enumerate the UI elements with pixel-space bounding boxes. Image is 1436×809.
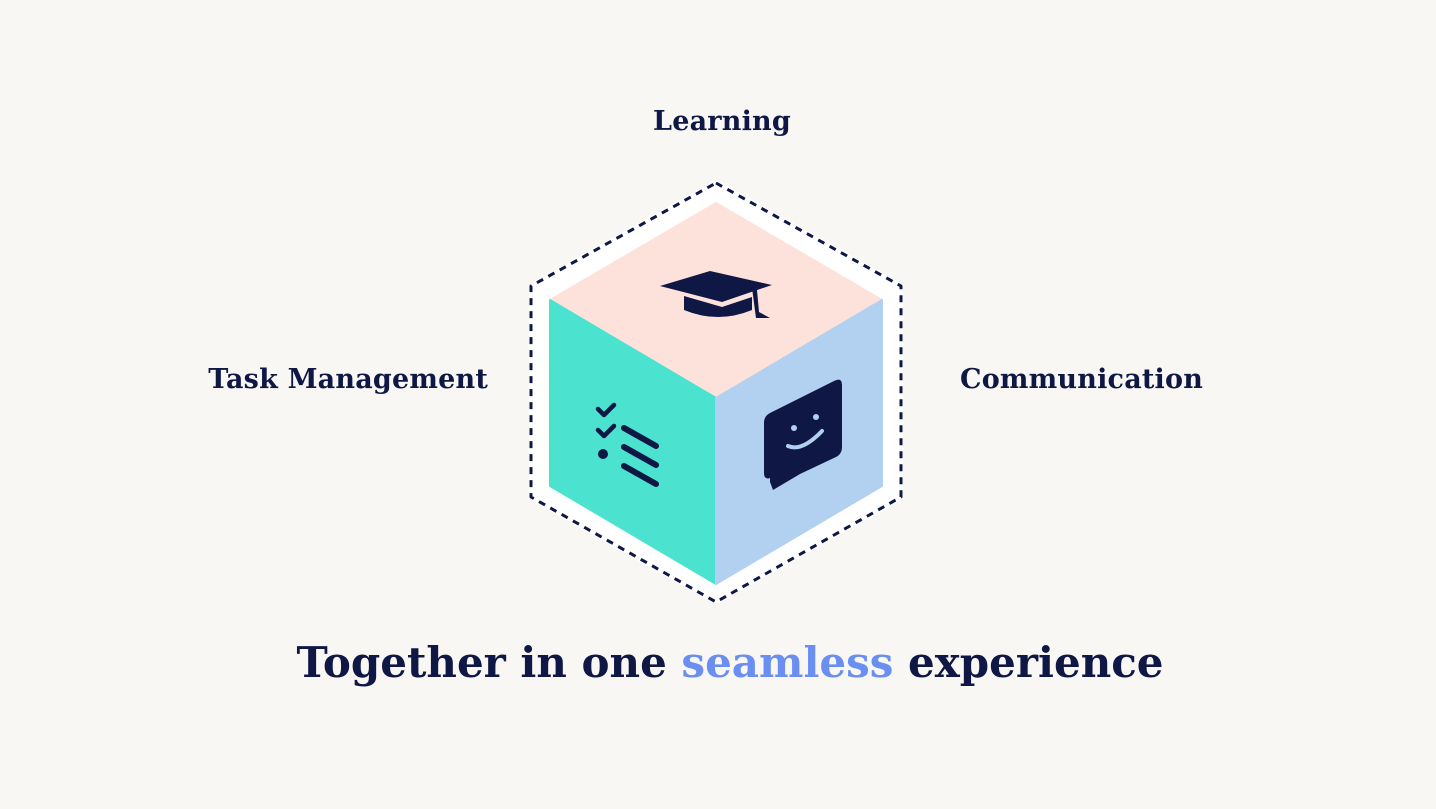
tagline-suffix: experience [893,638,1164,687]
label-learning: Learning [653,106,791,137]
graduation-cap-icon [660,271,772,318]
dashed-hexagon-outline [529,181,903,604]
tagline-prefix: Together in one [296,638,682,687]
checklist-icon [595,402,659,487]
tagline-highlight: seamless [681,638,894,687]
tagline: Together in one seamless experience [296,638,1163,687]
chat-smile-icon [764,379,842,490]
label-task-management: Task Management [208,364,488,395]
label-communication: Communication [960,364,1204,395]
